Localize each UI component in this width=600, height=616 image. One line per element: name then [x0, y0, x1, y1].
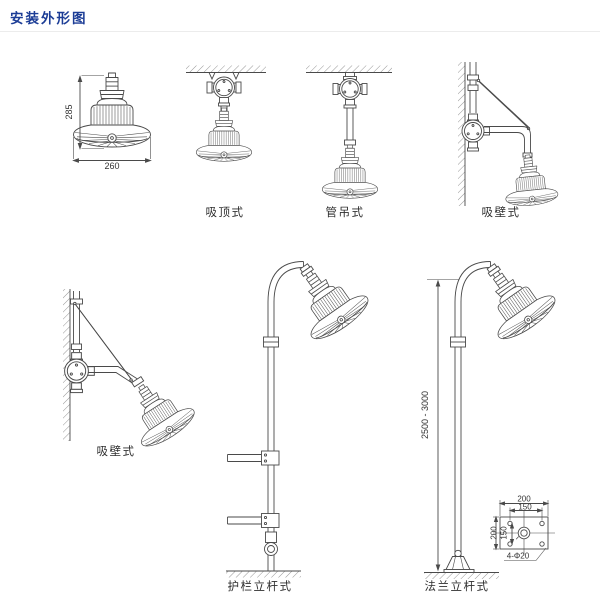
dim-flange-height-200: 200	[489, 526, 498, 540]
label-wall-mount: 吸壁式	[481, 207, 521, 219]
label-wall-mount-angled: 吸壁式	[96, 446, 136, 458]
dim-flange-width-200: 200	[517, 494, 531, 503]
dim-pole-height: 2500 - 3000	[420, 390, 430, 440]
ceiling-mount-drawing	[186, 65, 266, 162]
dim-flange-bolt-holes: 4-Φ20	[506, 551, 530, 561]
flange-plate-detail-drawing	[493, 500, 555, 561]
dim-width-260: 260	[104, 161, 120, 171]
label-guardrail-pole: 护栏立杆式	[227, 581, 293, 593]
dim-height-285: 285	[64, 104, 74, 120]
dim-flange-hole-span-h-150: 150	[499, 526, 508, 540]
pipe-pendant-mount-drawing	[306, 65, 392, 199]
flange-pole-drawing	[424, 253, 561, 579]
label-pipe-pendant-mount: 管吊式	[325, 207, 365, 219]
label-flange-pole: 法兰立杆式	[424, 581, 490, 593]
dim-flange-hole-span-w-150: 150	[518, 502, 532, 512]
guardrail-pole-drawing	[226, 253, 374, 578]
page-title: 安装外形图	[10, 11, 88, 26]
title-divider	[0, 31, 600, 32]
wall-mount-angled-drawing	[63, 289, 200, 453]
label-ceiling-mount: 吸顶式	[205, 207, 245, 219]
wall-mount-drawing	[458, 62, 560, 209]
lamp-front-view-drawing	[72, 72, 152, 163]
